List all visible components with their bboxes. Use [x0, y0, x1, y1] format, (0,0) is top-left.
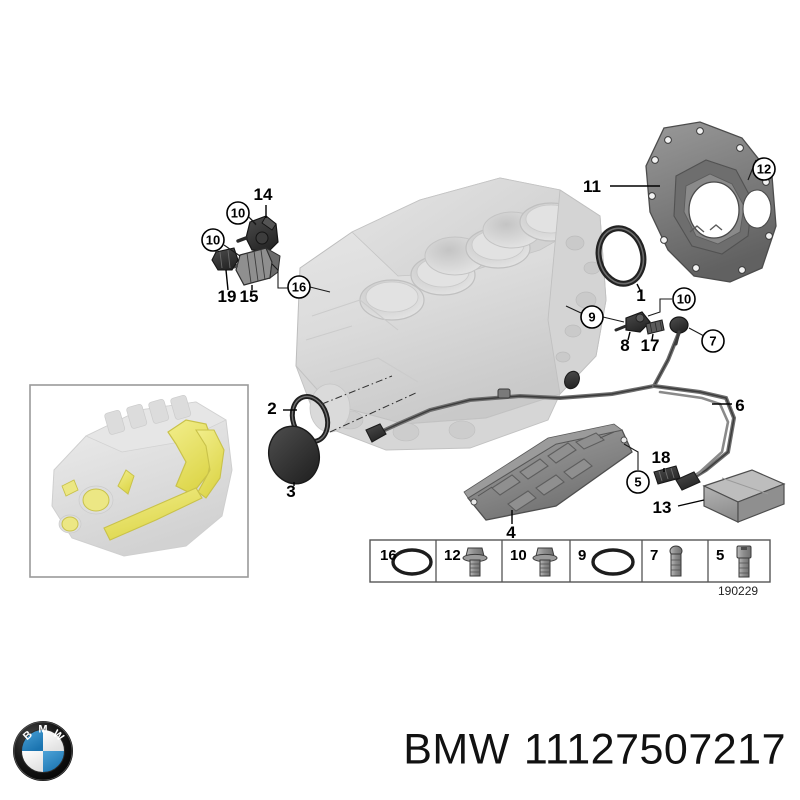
engine-block-illustration [295, 177, 607, 451]
footer-part-number: 11127507217 [523, 725, 786, 774]
legend-number: 9 [578, 547, 586, 564]
callout-label-14: 14 [254, 185, 273, 204]
grommet-part-7 [669, 316, 689, 346]
circled-callout-label: 10 [677, 292, 691, 307]
circled-callout-7: 7 [701, 329, 725, 353]
circled-callout-10-b: 10 [201, 228, 225, 252]
retaining-clip-part-19 [211, 247, 239, 271]
callout-label-13: 13 [653, 498, 672, 517]
callout-label-17: 17 [641, 336, 660, 355]
circled-callout-label: 7 [709, 334, 716, 349]
circled-callout-label: 5 [634, 475, 641, 490]
footer-brand: BMW [403, 725, 510, 774]
legend-number: 16 [380, 547, 397, 564]
bmw-roundel-logo: B M W [12, 720, 74, 782]
circled-callout-9: 9 [580, 305, 604, 329]
crankshaft-seal-oring-part-1 [595, 225, 647, 287]
speed-sensor-part-15 [224, 246, 281, 286]
oring-part-2 [289, 394, 331, 444]
svg-text:M: M [38, 724, 47, 736]
footer-caption: BMW 11127507217 [403, 726, 786, 775]
callout-label-2: 2 [267, 399, 276, 418]
legend-number: 7 [650, 547, 658, 564]
callout-label-8: 8 [620, 336, 629, 355]
clip-part-18 [653, 465, 681, 485]
circled-callout-label: 10 [206, 233, 220, 248]
engine-overview-inset [29, 384, 249, 578]
oil-baffle-shield-part-4 [463, 423, 633, 521]
circled-callout-label: 16 [292, 280, 306, 295]
legend-number: 12 [444, 547, 461, 564]
circled-callout-5: 5 [626, 470, 650, 494]
legend-number: 10 [510, 547, 527, 564]
callout-label-4: 4 [506, 523, 516, 542]
circled-callout-label: 12 [757, 162, 771, 177]
circled-callout-10-c: 10 [672, 287, 696, 311]
camshaft-sensor-part-14 [236, 215, 279, 253]
rear-cover-plate-part-11 [645, 121, 777, 283]
callout-label-11: 11 [583, 177, 601, 196]
circled-callout-12: 12 [752, 157, 776, 181]
circled-callout-label: 9 [588, 310, 595, 325]
circled-callout-10-a: 10 [226, 201, 250, 225]
callout-label-15: 15 [240, 287, 259, 306]
footer-bar: B M W BMW 11127507217 [0, 700, 800, 800]
callout-label-6: 6 [735, 396, 744, 415]
parts-diagram: 16 12 10 9 7 5 190229 1 2 3 4 6 8 11 13 … [29, 121, 786, 598]
wiring-harness-part-6 [370, 328, 737, 486]
legend-number: 5 [716, 547, 724, 564]
callout-label-18: 18 [652, 448, 671, 467]
callout-label-3: 3 [286, 482, 295, 501]
control-module-part-13 [702, 469, 786, 523]
bracket-part-17 [645, 319, 665, 335]
drawing-number: 190229 [718, 584, 758, 598]
callout-label-1: 1 [636, 286, 645, 305]
circled-callout-label: 10 [231, 206, 245, 221]
parts-legend-strip: 16 12 10 9 7 5 [369, 539, 771, 583]
harness-connector [365, 370, 701, 491]
crank-position-sensor-part-8 [614, 311, 651, 333]
cover-cap-part-3 [268, 425, 320, 485]
circled-callout-16: 16 [287, 275, 311, 299]
callout-label-19: 19 [218, 287, 237, 306]
